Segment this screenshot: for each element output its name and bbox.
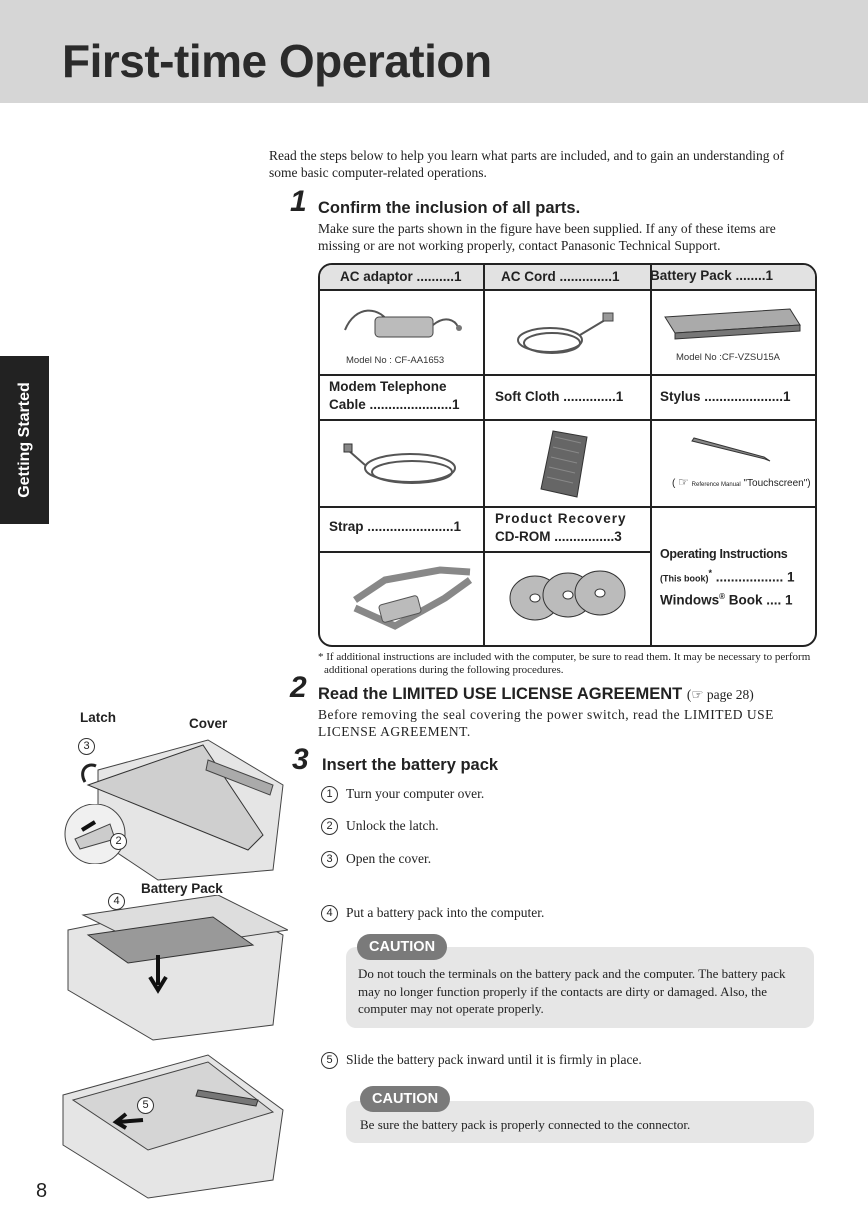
part-soft-cloth: Soft Cloth ..............1 (495, 389, 624, 404)
stylus-reference: ( ☞ Reference Manual "Touchscreen") (672, 475, 811, 489)
page-title: First-time Operation (62, 35, 492, 87)
row-divider (320, 506, 815, 508)
battery-pack-image (664, 308, 801, 340)
step1-body: Make sure the parts shown in the figure … (318, 221, 776, 253)
battery-pack-label: Battery Pack (141, 881, 223, 896)
step1-number: 1 (290, 185, 307, 218)
open-cover-illustration (81, 739, 284, 881)
row-divider (320, 289, 815, 291)
part-operating-instructions: Operating Instructions (This book)* ....… (660, 545, 795, 609)
step2-body: Before removing the seal covering the po… (318, 707, 774, 739)
section-tab-label: Getting Started (15, 382, 33, 498)
callout-5: 5 (137, 1097, 154, 1114)
reference-manual-label: Reference Manual (691, 482, 741, 488)
part-modem-cable-line1: Modem Telephone (329, 379, 447, 394)
part-recovery-line1: Product Recovery (495, 511, 627, 526)
part-stylus: Stylus .....................1 (660, 389, 791, 404)
ac-adaptor-model: Model No : CF-AA1653 (346, 355, 445, 366)
step3-number: 3 (292, 743, 309, 776)
parts-header-row (320, 265, 815, 289)
col-divider (483, 265, 485, 645)
part-strap: Strap .......................1 (329, 519, 462, 534)
latch-detail-illustration (64, 804, 126, 864)
row-divider (320, 551, 650, 553)
op-instructions-qty: (This book)* .................. 1 (660, 568, 795, 585)
caution-box: Do not touch the terminals on the batter… (346, 947, 814, 1028)
section-tab: Getting Started (0, 356, 49, 524)
step2-title: Read the LIMITED USE LICENSE AGREEMENT (… (318, 685, 754, 703)
footnote: * If additional instructions are include… (318, 651, 811, 676)
cover-label: Cover (189, 716, 228, 731)
caution-text: Do not touch the terminals on the batter… (358, 966, 786, 1016)
parts-table: AC adaptor ..........1 AC Cord .........… (318, 263, 817, 647)
windows-book: Windows® Book .... 1 (660, 591, 793, 608)
cd-rom-image (509, 570, 626, 621)
step1-title: Confirm the inclusion of all parts. (318, 199, 581, 217)
op-instructions-title: Operating Instructions (660, 547, 788, 561)
intro-text: Read the steps below to help you learn w… (269, 148, 785, 180)
step2-number: 2 (290, 671, 307, 704)
callout-3: 3 (78, 738, 95, 755)
page-number: 8 (36, 1180, 48, 1202)
row-divider (320, 374, 815, 376)
caution-tag: CAUTION (357, 934, 448, 960)
part-battery-pack: Battery Pack ........1 (650, 268, 774, 283)
callout-2: 2 (110, 833, 127, 850)
slide-battery-illustration (62, 1054, 284, 1199)
ac-cord-image (517, 312, 614, 354)
part-ac-cord: AC Cord ..............1 (501, 269, 620, 284)
part-ac-adaptor: AC adaptor ..........1 (340, 269, 462, 284)
stylus-image (691, 437, 771, 462)
soft-cloth-image (540, 430, 588, 498)
page-header: First-time Operation (0, 0, 868, 103)
caution-tag: CAUTION (360, 1086, 451, 1112)
battery-model: Model No :CF-VZSU15A (676, 352, 781, 363)
col-divider (650, 265, 652, 645)
ac-adaptor-image (344, 309, 462, 338)
strap-image (353, 566, 473, 630)
caution-text: Be sure the battery pack is properly con… (360, 1117, 691, 1132)
row-divider (320, 419, 815, 421)
modem-cable-image (343, 443, 456, 484)
part-recovery-line2: CD-ROM ................3 (495, 529, 622, 544)
step3-title: Insert the battery pack (322, 756, 499, 774)
hand-pointer-icon: ☞ (691, 687, 704, 702)
hand-pointer-icon: ☞ (678, 475, 689, 489)
latch-label: Latch (80, 710, 117, 725)
part-modem-cable-line2: Cable ......................1 (329, 397, 460, 412)
insert-battery-illustration (67, 895, 288, 1041)
callout-4: 4 (108, 893, 125, 910)
